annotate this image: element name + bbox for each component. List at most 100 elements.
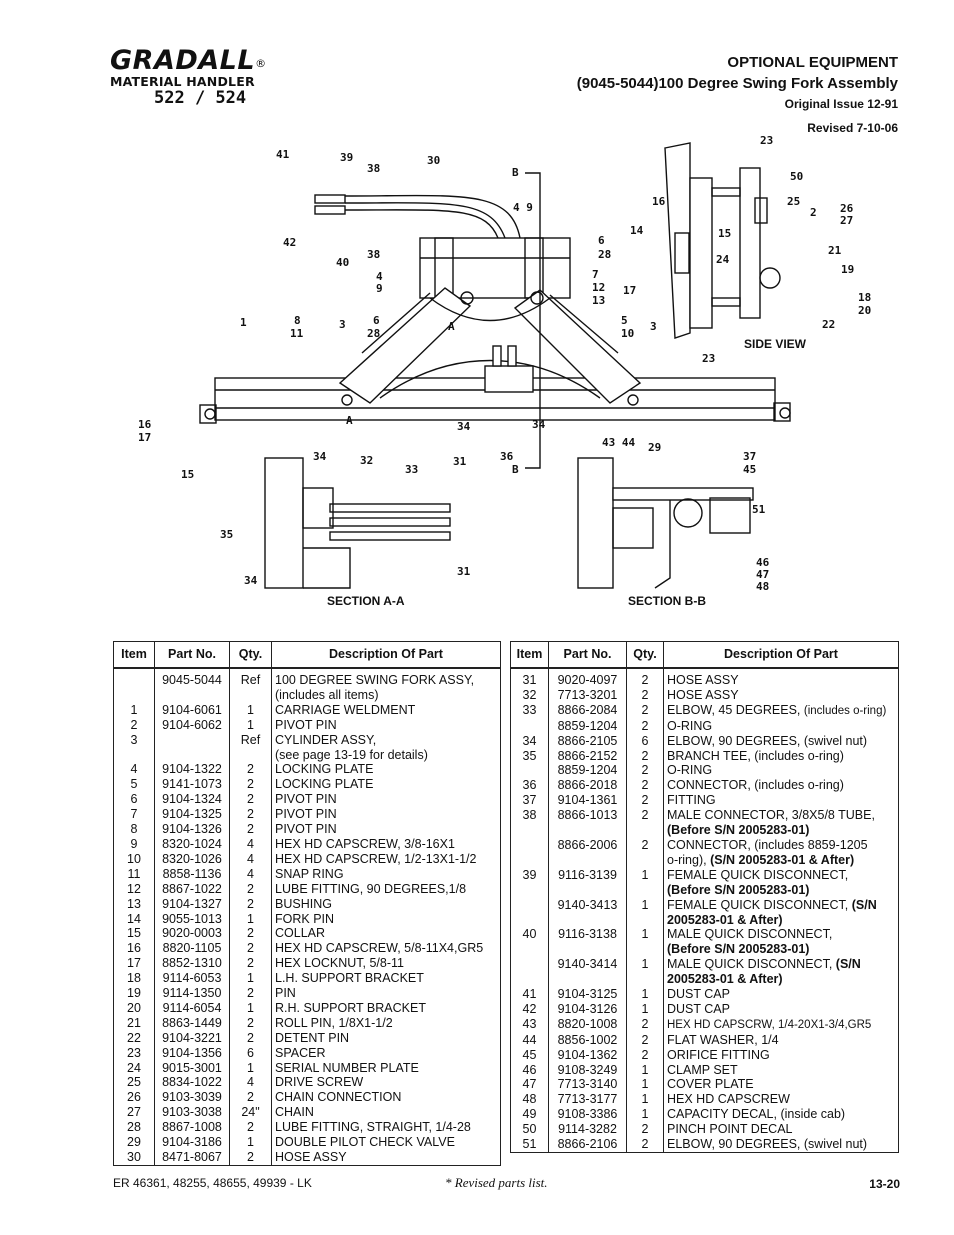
cell-item: 19: [113, 986, 155, 1001]
logo-model: 522 / 524: [154, 88, 247, 108]
cell-description: COVER PLATE: [663, 1077, 899, 1093]
cell-qty: 1: [626, 1062, 664, 1078]
callout: 18: [858, 291, 871, 304]
callout: 32: [360, 454, 373, 467]
callout: 12: [592, 281, 605, 294]
cell-qty: [626, 882, 664, 898]
cell-item: 11: [113, 866, 155, 882]
header-qty: Qty.: [626, 641, 664, 669]
cell-qty: [229, 747, 272, 763]
cell-part: 9116-3139: [548, 867, 627, 883]
cell-description: DRIVE SCREW: [271, 1075, 501, 1091]
cell-description: CONNECTOR, (includes 8859-1205: [663, 837, 899, 853]
cell-item: [510, 957, 549, 973]
cell-item: 15: [113, 926, 155, 942]
cell-description: FEMALE QUICK DISCONNECT, (S/N: [663, 897, 899, 913]
callout: 51: [752, 503, 766, 516]
cell-item: 10: [113, 851, 155, 867]
cell-qty: 6: [229, 1045, 272, 1061]
cell-qty: [626, 972, 664, 988]
cell-qty: 2: [229, 777, 272, 793]
cell-qty: 4: [229, 866, 272, 882]
cell-part: [548, 823, 627, 838]
cell-item: 29: [113, 1135, 155, 1150]
logo-brand: GRADALL®: [110, 45, 267, 76]
cell-part: 8866-1013: [548, 808, 627, 824]
cell-description: CONNECTOR, (includes o-ring): [663, 778, 899, 794]
cell-description: MALE CONNECTOR, 3/8X5/8 TUBE,: [663, 808, 899, 824]
callout: 15: [181, 468, 194, 481]
callout: 17: [138, 431, 151, 444]
cell-item: 50: [510, 1122, 549, 1138]
cell-item: 48: [510, 1092, 549, 1108]
cell-qty: 4: [229, 836, 272, 852]
cell-item: 20: [113, 1000, 155, 1016]
callout: B: [512, 166, 519, 179]
cell-part: 9020-0003: [154, 926, 230, 942]
cell-part: 9104-1324: [154, 792, 230, 808]
cell-qty: [626, 912, 664, 928]
cell-item: [510, 912, 549, 928]
callout: 46: [756, 556, 770, 569]
callout: 10: [621, 327, 634, 340]
cell-item: 17: [113, 956, 155, 972]
cell-item: 14: [113, 911, 155, 927]
callout: 1: [240, 316, 247, 329]
table-header-row: Item Part No. Qty. Description Of Part: [510, 641, 899, 669]
cell-part: 9104-1361: [548, 793, 627, 809]
cell-description: LOCKING PLATE: [271, 777, 501, 793]
callout: A: [346, 414, 353, 427]
cell-item: 40: [510, 927, 549, 943]
section-aa-caption: SECTION A-A: [327, 594, 405, 608]
header-description: Description Of Part: [663, 641, 899, 669]
callout: 22: [822, 318, 835, 331]
callout: 14: [630, 224, 644, 237]
cell-description: MALE QUICK DISCONNECT, (S/N: [663, 957, 899, 973]
callout: A: [448, 320, 455, 333]
cell-description: CARRIAGE WELDMENT: [271, 702, 501, 718]
callout: 15: [718, 227, 731, 240]
table-row: 2005283-01 & After): [510, 912, 899, 928]
cell-description: PINCH POINT DECAL: [663, 1122, 899, 1138]
cell-qty: [626, 823, 664, 838]
cell-part: 8866-2105: [548, 733, 627, 749]
cell-part: 9104-3125: [548, 987, 627, 1002]
cell-description: PIVOT PIN: [271, 792, 501, 808]
cell-qty: Ref: [229, 668, 272, 688]
cell-qty: 2: [626, 1137, 664, 1153]
cell-qty: 1: [229, 1000, 272, 1016]
cell-description: CAPACITY DECAL, (inside cab): [663, 1107, 899, 1123]
cell-qty: 1: [229, 971, 272, 987]
cell-description: 100 DEGREE SWING FORK ASSY,: [271, 668, 501, 688]
cell-part: 9104-6062: [154, 717, 230, 733]
cell-qty: 2: [626, 668, 664, 688]
callout: 29: [648, 441, 661, 454]
revision-date: Revised 7-10-06: [807, 121, 898, 135]
cell-description: MALE QUICK DISCONNECT,: [663, 927, 899, 943]
cell-description: HEX HD CAPSCREW, 5/8-11X4,GR5: [271, 941, 501, 957]
cell-part: 8820-1008: [548, 1016, 627, 1033]
cell-item: 45: [510, 1047, 549, 1063]
cell-qty: 1: [229, 702, 272, 718]
header-item: Item: [510, 641, 549, 669]
callout: 11: [290, 327, 304, 340]
cell-item: 16: [113, 941, 155, 957]
cell-part: 9020-4097: [548, 668, 627, 688]
callout: 26: [840, 202, 854, 215]
